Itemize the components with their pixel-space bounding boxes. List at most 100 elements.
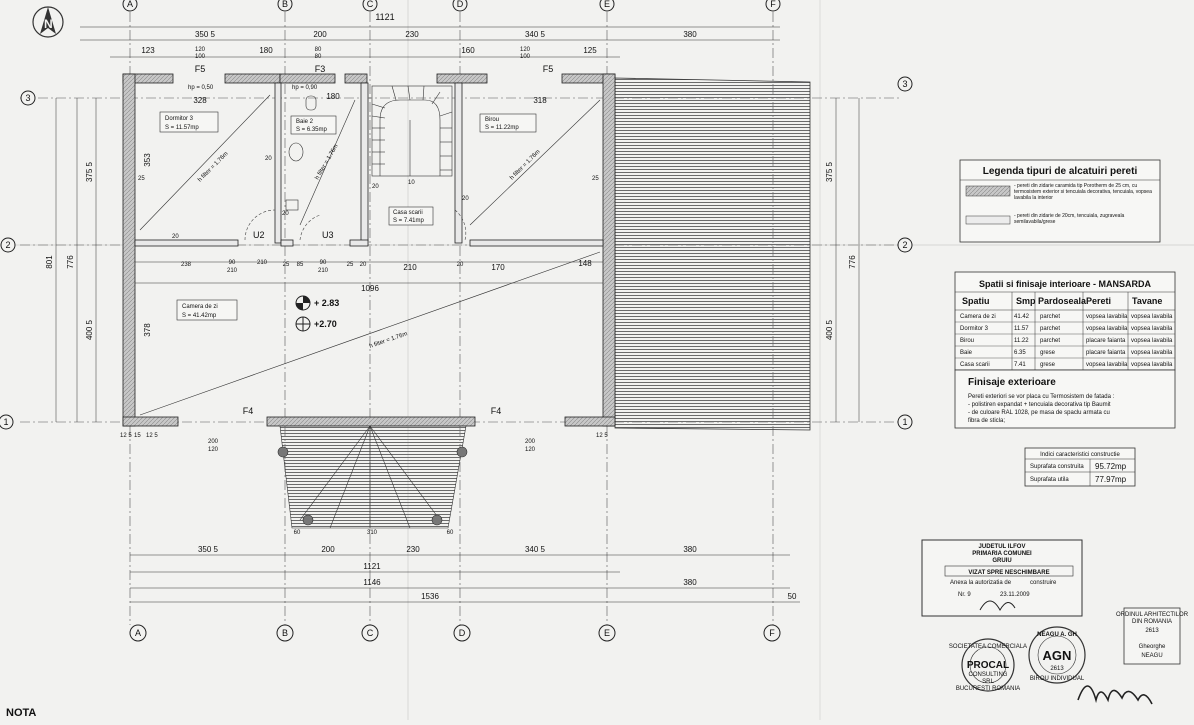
dim: 400 5	[825, 319, 834, 340]
legend-title: Legenda tipuri de alcatuiri pereti	[983, 166, 1138, 177]
table-cell: parchet	[1040, 326, 1060, 332]
dim: 80	[315, 47, 322, 53]
table-cell: 41.42	[1014, 314, 1030, 320]
dim: 20	[372, 184, 379, 190]
exterior-text: - polistiren expandat + tencuiala decora…	[968, 402, 1111, 408]
axis-label: 2	[902, 240, 907, 250]
room-name: Birou	[485, 117, 499, 123]
dim: 1536	[421, 592, 439, 601]
dim: 210	[257, 260, 268, 266]
room-name: Camera de zi	[182, 304, 218, 310]
stamp-text: NEAGU	[1141, 653, 1162, 659]
dim: 125	[583, 46, 597, 55]
slope-label: h filter = 1.76m	[509, 149, 541, 181]
dim: 20	[172, 234, 179, 240]
dim: 120	[208, 447, 219, 453]
sill-height: hp = 0,90	[292, 85, 318, 91]
dim: 180	[326, 92, 340, 101]
dim: 1121	[363, 562, 381, 571]
axis-label: 3	[25, 93, 30, 103]
dim: 210	[403, 263, 417, 272]
dim: 378	[143, 323, 152, 337]
dim: 120	[520, 47, 531, 53]
dim: 380	[683, 578, 697, 587]
dim: 340 5	[525, 30, 546, 39]
dim: 85	[297, 262, 304, 268]
stamp-line: JUDETUL ILFOV	[979, 544, 1026, 550]
window-label: F5	[195, 64, 206, 74]
dim: 25	[347, 262, 354, 268]
middle-dimensions: 238 90 210 210 25 85 90 210 25 20 210 20…	[181, 259, 592, 293]
axis-label: 2	[5, 240, 10, 250]
axis-label: F	[770, 0, 776, 9]
dim: 12 5	[120, 433, 132, 439]
table-header: Pereti	[1086, 296, 1111, 306]
dim: 380	[683, 30, 697, 39]
dim: 80	[315, 54, 322, 60]
dim: 380	[683, 545, 697, 554]
slope-label: h filter = 1.76m	[369, 331, 409, 350]
stamp-text: AGN	[1043, 648, 1072, 663]
axis-label: C	[367, 628, 374, 638]
balcony-dims: 60 310 60	[294, 530, 454, 536]
dim-total: 1121	[375, 12, 394, 22]
signature	[1077, 685, 1153, 705]
door-label: U3	[322, 230, 334, 240]
table-cell: vopsea lavabila	[1131, 362, 1173, 368]
exterior-finishes: Finisaje exterioare Pereti exteriori se …	[954, 369, 1176, 429]
table-cell: placare faianta	[1086, 338, 1126, 344]
indicator-label: Suprafata construita	[1030, 464, 1084, 470]
dim: 340 5	[525, 545, 546, 554]
table-cell: grese	[1040, 362, 1056, 368]
dim: 350 5	[198, 545, 219, 554]
dim: 10	[408, 180, 415, 186]
axis-label: B	[282, 628, 288, 638]
approval-stamp: JUDETUL ILFOV PRIMARIA COMUNEI GRUIU VIZ…	[921, 539, 1083, 617]
bathroom-fixtures	[285, 95, 317, 211]
stamp-text: CONSULTING	[969, 672, 1008, 678]
dim: 20	[462, 196, 469, 202]
axis-label: D	[459, 628, 466, 638]
stamp-text: SOCIETATEA COMERCIALA	[949, 644, 1027, 650]
dim: 60	[447, 530, 454, 536]
dim: 25	[138, 176, 145, 182]
stamp-text: Gheorghe	[1139, 644, 1166, 650]
stamp-text: ORDINUL ARHITECTILOR	[1116, 612, 1189, 618]
room-area: S = 11.57mp	[165, 125, 199, 131]
roof-slope-hatch	[614, 77, 811, 431]
balcony	[277, 425, 468, 529]
slope-label: h filter = 1.76m	[315, 143, 340, 181]
dim: 180	[259, 46, 273, 55]
table-cell: 7.41	[1014, 362, 1026, 368]
stamp-text: BIROU INDIVIDUAL	[1030, 676, 1085, 682]
dim: 230	[405, 30, 419, 39]
axis-label: 1	[3, 417, 8, 427]
table-cell: placare faianta	[1086, 350, 1126, 356]
stamp-text: PROCAL	[967, 660, 1009, 671]
table-cell: vopsea lavabila	[1131, 350, 1173, 356]
exterior-text: - de culoare RAL 1028, pe masa de spaclu…	[968, 410, 1110, 416]
room-labels: Dormitor 3 S = 11.57mp Baie 2 S = 6.35mp…	[159, 111, 537, 321]
level-marker-icon	[295, 295, 311, 332]
stair	[371, 85, 453, 177]
dim: 1146	[363, 578, 381, 587]
doors	[244, 209, 467, 241]
dim: 148	[578, 259, 592, 268]
level-upper: + 2.83	[314, 298, 339, 308]
side-axis-markers: 3 3 2 2 1 1	[0, 76, 913, 430]
axis-label: 1	[902, 417, 907, 427]
room-area: S = 41.42mp	[182, 313, 217, 319]
dim: 100	[520, 54, 531, 60]
dim: 90	[320, 260, 327, 266]
dim: 210	[227, 268, 238, 274]
level-lower: +2.70	[314, 319, 337, 329]
table-cell: vopsea lavabila	[1086, 314, 1128, 320]
stamp-line: VIZAT SPRE NESCHIMBARE	[968, 570, 1049, 576]
dim: 200	[208, 439, 219, 445]
indicators-title: Indici caracteristici constructie	[1040, 452, 1120, 458]
table-cell: parchet	[1040, 314, 1060, 320]
stamp-line: Nr. 9	[958, 592, 971, 598]
axis-label: 3	[902, 79, 907, 89]
dim: 50	[788, 592, 797, 601]
